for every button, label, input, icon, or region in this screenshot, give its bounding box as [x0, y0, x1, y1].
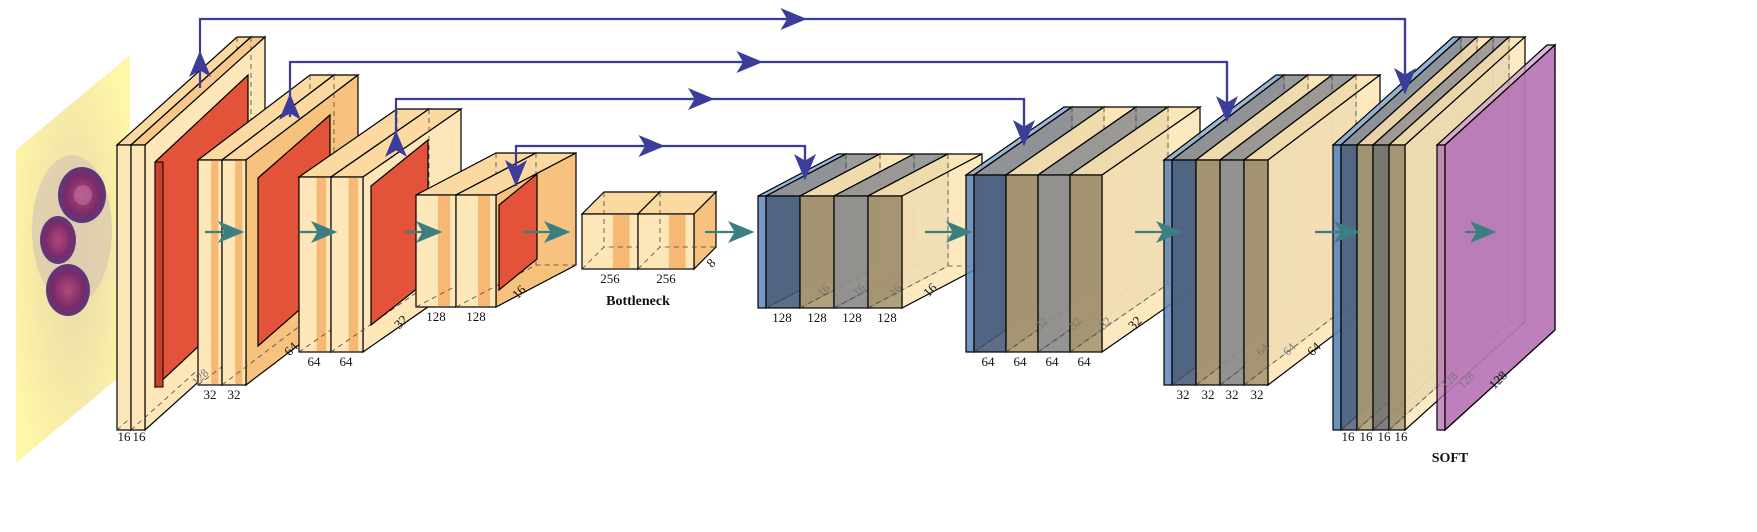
encoder-1-width-b: 16 [133, 429, 147, 444]
bottleneck-title: Bottleneck [606, 294, 670, 309]
decoder-3-width-4: 32 [1251, 387, 1264, 402]
softmax-output-face [1444, 43, 1556, 432]
bottleneck-width-a: 256 [600, 271, 620, 286]
encoder-3-width-b: 64 [340, 354, 354, 369]
bottleneck-conv-b [636, 190, 718, 271]
pool-edge-1 [154, 161, 164, 388]
network-blocks [115, 35, 1557, 432]
encoder-4-width-a: 128 [426, 309, 446, 324]
encoder-2-width-a: 32 [204, 387, 217, 402]
encoder-2-width-b: 32 [228, 387, 241, 402]
decoder-4-width-4: 16 [1395, 429, 1409, 444]
decoder-1-width-2: 128 [807, 310, 827, 325]
bottleneck-width-b: 256 [656, 271, 676, 286]
decoder-1-width-3: 128 [842, 310, 862, 325]
encoder-3-width-a: 64 [308, 354, 322, 369]
decoder-1-width-4: 128 [877, 310, 897, 325]
skip-connections [189, 8, 1416, 187]
decoder-2-width-3: 64 [1046, 354, 1060, 369]
bottleneck-depth: 8 [703, 255, 718, 270]
encoder-4-width-b: 128 [466, 309, 486, 324]
decoder-3-width-3: 32 [1226, 387, 1239, 402]
decoder-2-width-1: 64 [982, 354, 996, 369]
skip-connection-3 [385, 88, 1035, 157]
decoder-4-width-2: 16 [1360, 429, 1374, 444]
softmax-label: SOFT [1432, 451, 1469, 466]
decoder-4-width-1: 16 [1342, 429, 1356, 444]
skip-connection-4 [505, 135, 816, 187]
encoder-1-width-a: 16 [118, 429, 132, 444]
input-image [16, 55, 130, 463]
decoder-3-width-1: 32 [1177, 387, 1190, 402]
decoder-4-width-3: 16 [1378, 429, 1392, 444]
decoder-1-width-1: 128 [772, 310, 792, 325]
decoder-3-width-2: 32 [1202, 387, 1215, 402]
decoder-2-width-2: 64 [1014, 354, 1028, 369]
skip-connection-2 [279, 51, 1238, 123]
skip-connection-1 [189, 8, 1416, 95]
decoder-2-width-4: 64 [1078, 354, 1092, 369]
